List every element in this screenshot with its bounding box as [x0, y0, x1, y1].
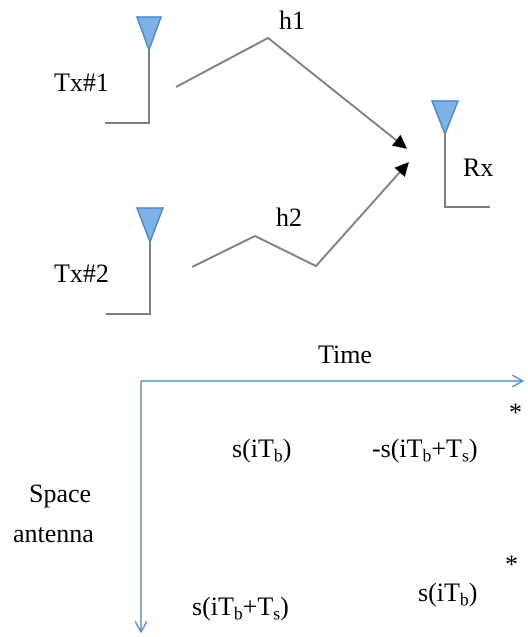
code-text: ): [282, 434, 292, 463]
code-cell-r2c1: s(iTb+Ts): [192, 592, 289, 624]
code-text: s(iT: [232, 434, 274, 463]
code-text: s(iT: [192, 592, 234, 621]
code-subscript: s: [273, 603, 281, 624]
space-axis-label-line1: Space: [29, 479, 92, 508]
code-text: ): [468, 578, 478, 607]
tx2-antenna: [106, 207, 165, 315]
code-text: -s(iT: [372, 434, 423, 463]
code-subscript: b: [233, 603, 243, 624]
code-text: +T: [242, 592, 274, 621]
code-text: +T: [431, 434, 462, 463]
code-text: ): [280, 592, 289, 621]
space-axis-label-line2: antenna: [13, 519, 94, 548]
code-text: ): [468, 434, 478, 463]
code-cell-r1c1: s(iTb): [232, 434, 292, 466]
tx1-label: Tx#1: [54, 68, 109, 97]
h1-label: h1: [279, 6, 305, 35]
tx1-antenna-mount: [105, 50, 150, 124]
rx-label: Rx: [463, 153, 494, 182]
rx-antenna-mount: [444, 134, 490, 208]
antenna-icon: [135, 16, 163, 53]
antenna-icon: [430, 100, 460, 137]
conjugate-star-r1c2: *: [509, 398, 522, 427]
tx2-label: Tx#2: [54, 259, 109, 288]
code-cell-r2c2: s(iTb): [418, 578, 478, 610]
code-subscript: b: [422, 445, 432, 466]
tx1-antenna: [105, 16, 163, 124]
antenna-icon: [135, 207, 165, 245]
time-axis-label: Time: [318, 340, 372, 369]
rx-antenna: [430, 100, 490, 208]
code-subscript: s: [461, 445, 469, 466]
h2-label: h2: [276, 203, 302, 232]
conjugate-star-r2c2: *: [505, 550, 518, 579]
channel-path-h2: [191, 161, 409, 268]
tx2-antenna-mount: [106, 242, 151, 315]
code-subscript: b: [459, 589, 469, 610]
channel-path-h1: [175, 36, 408, 149]
code-cell-r1c2: -s(iTb+Ts): [372, 434, 478, 466]
code-subscript: b: [273, 445, 283, 466]
code-text: s(iT: [418, 578, 460, 607]
